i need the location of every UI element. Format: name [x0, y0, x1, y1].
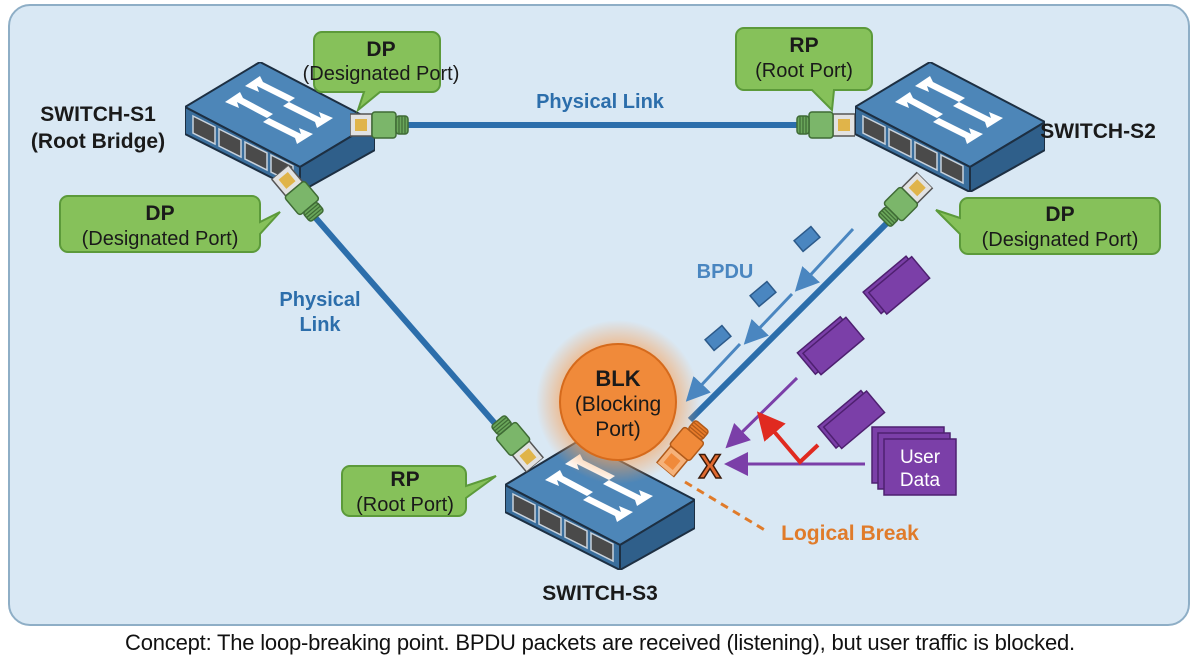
redirect-arrow	[756, 411, 820, 465]
svg-text:DP: DP	[1045, 203, 1074, 226]
svg-text:RP: RP	[789, 34, 818, 57]
link-label-s1-s3-line1: Physical	[279, 289, 360, 311]
svg-text:(Designated Port): (Designated Port)	[82, 228, 239, 250]
bpdu-packet	[704, 324, 732, 352]
bubble-s1-dp-to-s2: DP (Designated Port)	[303, 31, 460, 113]
user-data-line2: Data	[900, 470, 941, 491]
svg-text:DP: DP	[366, 38, 395, 61]
switch-s1-role: (Root Bridge)	[31, 130, 165, 153]
bpdu-arrow	[743, 292, 794, 345]
blocked-x-icon: X	[699, 448, 722, 486]
user-data-line1: User	[900, 447, 941, 468]
switch-s1-name: SWITCH-S1	[40, 103, 156, 126]
caption: Concept: The loop-breaking point. BPDU p…	[125, 630, 1075, 655]
blocking-port-long-2: Port)	[595, 418, 641, 441]
svg-text:DP: DP	[145, 202, 174, 225]
link-s2-s3	[687, 212, 898, 423]
link-label-s1-s2: Physical Link	[536, 91, 665, 113]
switch-s2-name: SWITCH-S2	[1040, 120, 1156, 143]
s3-port-to-s1-plug-icon	[487, 411, 546, 475]
logical-break-line	[684, 480, 769, 534]
svg-text:(Root Port): (Root Port)	[755, 60, 853, 82]
blocking-port-long-1: (Blocking	[575, 393, 661, 416]
link-s1-s3	[297, 198, 508, 437]
s1-port-to-s2-plug-icon	[350, 111, 409, 139]
switch-s2[interactable]: SWITCH-S2	[855, 62, 1156, 192]
bpdu-arrow	[685, 342, 742, 402]
bpdu-packet	[749, 280, 777, 308]
bpdu-arrows	[685, 227, 855, 402]
blocking-port-badge[interactable]	[559, 343, 677, 461]
bubble-s3-rp: RP (Root Port)	[341, 465, 497, 517]
bubble-s1-dp-to-s3: DP (Designated Port)	[59, 195, 281, 253]
switch-s3-name: SWITCH-S3	[542, 582, 658, 605]
bpdu-label: BPDU	[697, 261, 754, 283]
bpdu-packet	[793, 225, 821, 253]
switch-s3[interactable]: SWITCH-S3	[505, 440, 695, 605]
user-data-packet	[796, 315, 865, 376]
logical-break-label: Logical Break	[781, 522, 919, 545]
user-data-packet	[862, 255, 931, 316]
s2-port-to-s3-plug-icon	[874, 170, 935, 231]
blocking-port-short: BLK	[595, 366, 640, 391]
s2-port-to-s1-plug-icon	[796, 111, 855, 139]
bubble-s2-dp-to-s3: DP (Designated Port)	[935, 197, 1161, 255]
svg-text:(Designated Port): (Designated Port)	[303, 63, 460, 85]
user-data-packets	[796, 255, 931, 450]
bubble-s2-rp: RP (Root Port)	[735, 27, 873, 113]
svg-text:RP: RP	[390, 468, 419, 491]
user-traffic-arrow	[725, 376, 799, 449]
svg-text:(Root Port): (Root Port)	[356, 494, 454, 516]
link-label-s1-s3-line2: Link	[299, 314, 341, 336]
user-data-packet	[816, 389, 886, 450]
user-data-stack[interactable]: User Data	[871, 426, 957, 496]
switch-s1[interactable]: SWITCH-S1 (Root Bridge)	[31, 62, 375, 192]
bpdu-packets	[704, 225, 821, 352]
svg-text:(Designated Port): (Designated Port)	[982, 229, 1139, 251]
bpdu-arrow	[794, 227, 855, 292]
